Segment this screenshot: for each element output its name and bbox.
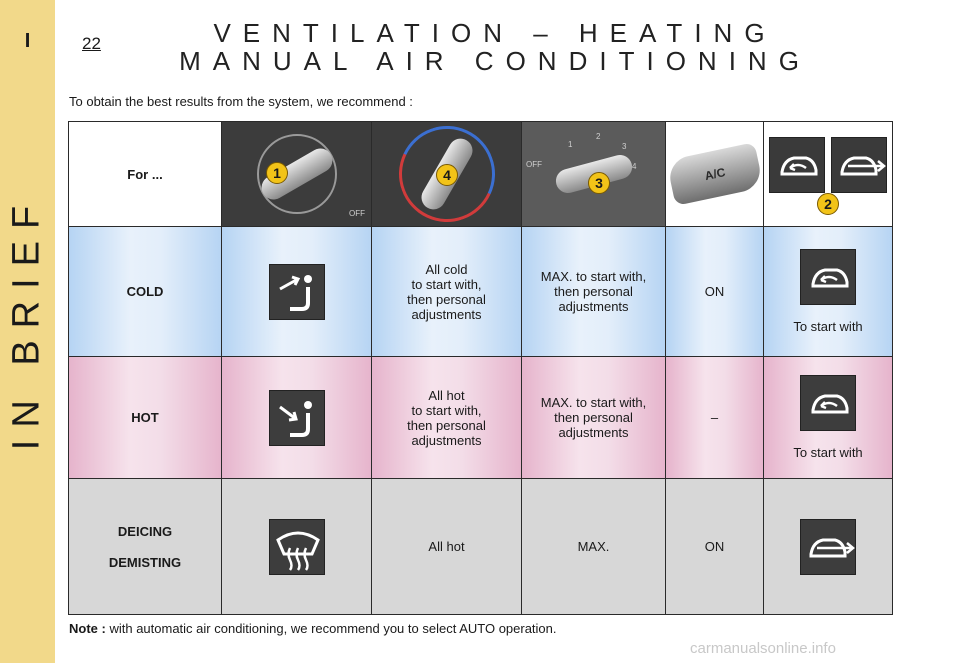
note: Note : with automatic air conditioning, … (69, 621, 557, 636)
header-fan-cell: OFF 1 2 3 4 3 (521, 121, 666, 227)
cold-air-intake-cell: To start with (763, 226, 893, 357)
cold-fan-line1: MAX. to start with, (540, 269, 647, 284)
cold-air-intake-text: To start with (793, 319, 863, 334)
recirculation-icon (780, 156, 818, 176)
recirculation-buttons: 2 (769, 133, 887, 215)
cold-fan-line3: adjustments (558, 299, 629, 314)
feet-vents-icon (268, 389, 325, 446)
cold-ac-value: ON (704, 284, 725, 299)
exterior-air-icon (800, 518, 856, 575)
recommendation-table: For ... OFF 1 4 OFF 1 2 3 (68, 121, 893, 615)
deicing-label: DEICING (117, 523, 173, 539)
hot-ac-cell: – (665, 356, 764, 479)
dial-ring (256, 134, 337, 214)
header-label: For ... (127, 166, 163, 182)
hot-distribution-cell (221, 356, 372, 479)
cold-distribution-cell (221, 226, 372, 357)
header-ac-cell: A/C (665, 121, 764, 227)
windscreen-demist-icon (268, 518, 325, 575)
fan-speed-4: 4 (632, 162, 637, 171)
deicing-fan-cell: MAX. (521, 478, 666, 615)
hot-fan-line2: then personal (554, 410, 633, 425)
recirculation-icon (800, 249, 856, 305)
cold-temp-line2: to start with, (411, 276, 482, 292)
intro-text: To obtain the best results from the syst… (69, 94, 413, 109)
fan-knob-panel: OFF 1 2 3 4 3 (522, 122, 665, 226)
cold-ac-cell: ON (665, 226, 764, 357)
ac-button: A/C (665, 142, 764, 206)
cold-fan-cell: MAX. to start with, then personal adjust… (521, 226, 666, 357)
note-label: Note : (69, 621, 106, 636)
header-distribution-cell: OFF 1 (221, 121, 372, 227)
hot-temp-line1: All hot (428, 387, 465, 403)
face-vents-icon (268, 263, 325, 320)
hot-temperature-cell: All hot to start with, then personal adj… (371, 356, 522, 479)
hot-fan-line3: adjustments (558, 425, 629, 440)
cold-temp-line3: then personal (407, 291, 486, 307)
section-title: IN BRIEF (5, 193, 48, 451)
watermark: carmanualsonline.info (690, 640, 836, 657)
cold-fan-line2: then personal (554, 284, 633, 299)
note-text: with automatic air conditioning, we reco… (109, 621, 557, 636)
hot-temp-line3: then personal (407, 417, 486, 433)
fan-speed-1: 1 (568, 140, 573, 149)
deicing-label-cell: DEICING DEMISTING (68, 478, 222, 615)
cold-temp-line1: All cold (425, 261, 468, 277)
section-letter: I (24, 30, 31, 52)
fan-off-label: OFF (526, 160, 542, 169)
fan-speed-3: 3 (622, 142, 627, 151)
panel-marking-off: OFF (349, 209, 365, 218)
table-row-hot: HOT All hot to start with, then personal… (68, 356, 893, 479)
sidebar: I IN BRIEF (0, 0, 55, 663)
hot-temp-line4: adjustments (411, 432, 482, 448)
cold-temperature-cell: All cold to start with, then personal ad… (371, 226, 522, 357)
hot-label-cell: HOT (68, 356, 222, 479)
header-air-intake-cell: 2 (763, 121, 893, 227)
air-distribution-knob-panel: OFF 1 (222, 122, 371, 226)
cold-label-cell: COLD (68, 226, 222, 357)
header-temperature-cell: 4 (371, 121, 522, 227)
hot-fan-line1: MAX. to start with, (540, 395, 647, 410)
cold-temp-line4: adjustments (411, 306, 482, 322)
fan-speed-2: 2 (596, 132, 601, 141)
demisting-label: DEMISTING (108, 554, 182, 570)
deicing-temperature-cell: All hot (371, 478, 522, 615)
badge-4: 4 (436, 164, 458, 186)
recirculation-icon (800, 375, 856, 431)
badge-2: 2 (817, 193, 839, 215)
table-row-cold: COLD All cold to start with, then person… (68, 226, 893, 357)
deicing-distribution-cell (221, 478, 372, 615)
exterior-air-icon (840, 156, 886, 176)
table-row-deicing: DEICING DEMISTING All hot MAX. ON (68, 478, 893, 615)
badge-3: 3 (588, 172, 610, 194)
deicing-temp-value: All hot (428, 539, 465, 554)
hot-air-intake-cell: To start with (763, 356, 893, 479)
recirculation-button (769, 137, 825, 193)
deicing-ac-value: ON (704, 539, 725, 554)
table-header-row: For ... OFF 1 4 OFF 1 2 3 (68, 121, 893, 227)
header-label-cell: For ... (68, 121, 222, 227)
page-title-line2: MANUAL AIR CONDITIONING (179, 46, 811, 76)
cold-label: COLD (126, 284, 164, 299)
badge-1: 1 (266, 162, 288, 184)
page-title-line1: VENTILATION – HEATING (213, 18, 777, 48)
hot-temp-line2: to start with, (411, 402, 482, 418)
page-number: 22 (82, 34, 101, 53)
hot-ac-value: – (710, 410, 719, 425)
hot-label: HOT (131, 410, 159, 425)
temperature-knob-panel: 4 (372, 122, 521, 226)
deicing-air-intake-cell (763, 478, 893, 615)
hot-fan-cell: MAX. to start with, then personal adjust… (521, 356, 666, 479)
hot-air-intake-text: To start with (793, 445, 863, 460)
deicing-fan-value: MAX. (577, 539, 610, 554)
exterior-air-button (831, 137, 887, 193)
deicing-ac-cell: ON (665, 478, 764, 615)
